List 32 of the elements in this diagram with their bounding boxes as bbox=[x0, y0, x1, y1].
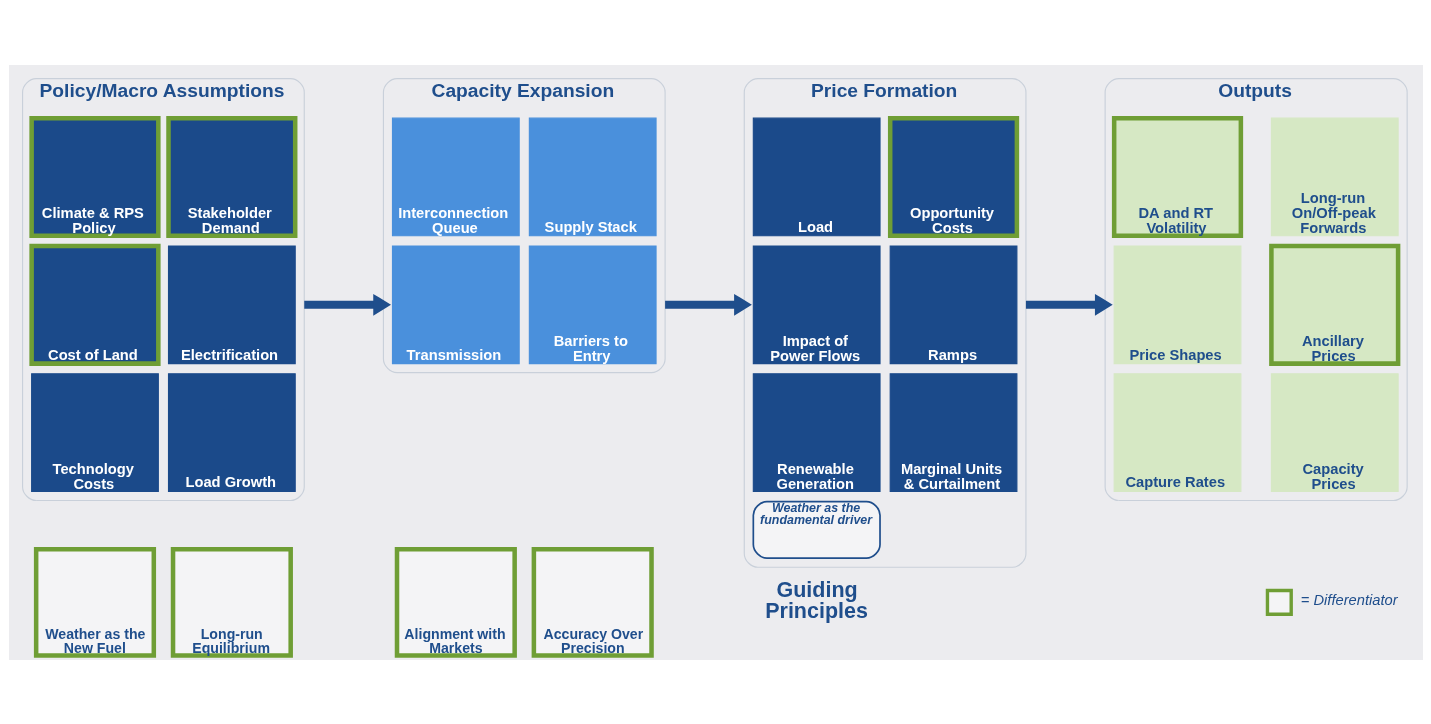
node-box: Load bbox=[752, 117, 881, 236]
node-box: Capacity Prices bbox=[1270, 372, 1399, 492]
node-box: Accuracy Over Precision bbox=[531, 546, 654, 658]
node-box: Capture Rates bbox=[1113, 372, 1241, 492]
node-box: Ancillary Prices bbox=[1268, 243, 1400, 366]
node-box: Impact of Power Flows bbox=[752, 244, 881, 364]
node-box: Alignment with Markets bbox=[394, 546, 517, 658]
arrow bbox=[303, 293, 391, 316]
node-box: Price Shapes bbox=[1113, 244, 1241, 364]
node-box: Cost of Land bbox=[28, 243, 161, 366]
node-box: Long-run On/Off-peak Forwards bbox=[1270, 117, 1399, 236]
node-box: Marginal Units & Curtailment bbox=[889, 372, 1017, 492]
node-box: Electrification bbox=[167, 244, 296, 364]
legend-label: = Differentiator bbox=[1300, 591, 1398, 608]
node-box: Technology Costs bbox=[30, 372, 159, 492]
node-box: DA and RT Volatility bbox=[1111, 115, 1243, 238]
arrow bbox=[1025, 293, 1113, 316]
arrow bbox=[664, 293, 752, 316]
node-box: Load Growth bbox=[167, 372, 296, 492]
node-box: Supply Stack bbox=[528, 117, 657, 236]
node-box: Ramps bbox=[889, 244, 1017, 364]
node-box: Renewable Generation bbox=[752, 372, 881, 492]
node-box: Weather as the fundamental driver bbox=[752, 500, 881, 559]
node-box: Climate & RPS Policy bbox=[28, 115, 161, 238]
node-box: Barriers to Entry bbox=[528, 244, 657, 364]
node-box: Interconnection Queue bbox=[391, 117, 520, 236]
label: Guiding Principles bbox=[764, 577, 868, 623]
node-box: Stakeholder Demand bbox=[165, 115, 297, 238]
node-box: Weather as the New Fuel bbox=[33, 546, 156, 658]
node-box: Opportunity Costs bbox=[887, 115, 1019, 238]
node-box: Transmission bbox=[391, 244, 520, 364]
node-box: Long-run Equilibrium bbox=[170, 546, 293, 658]
